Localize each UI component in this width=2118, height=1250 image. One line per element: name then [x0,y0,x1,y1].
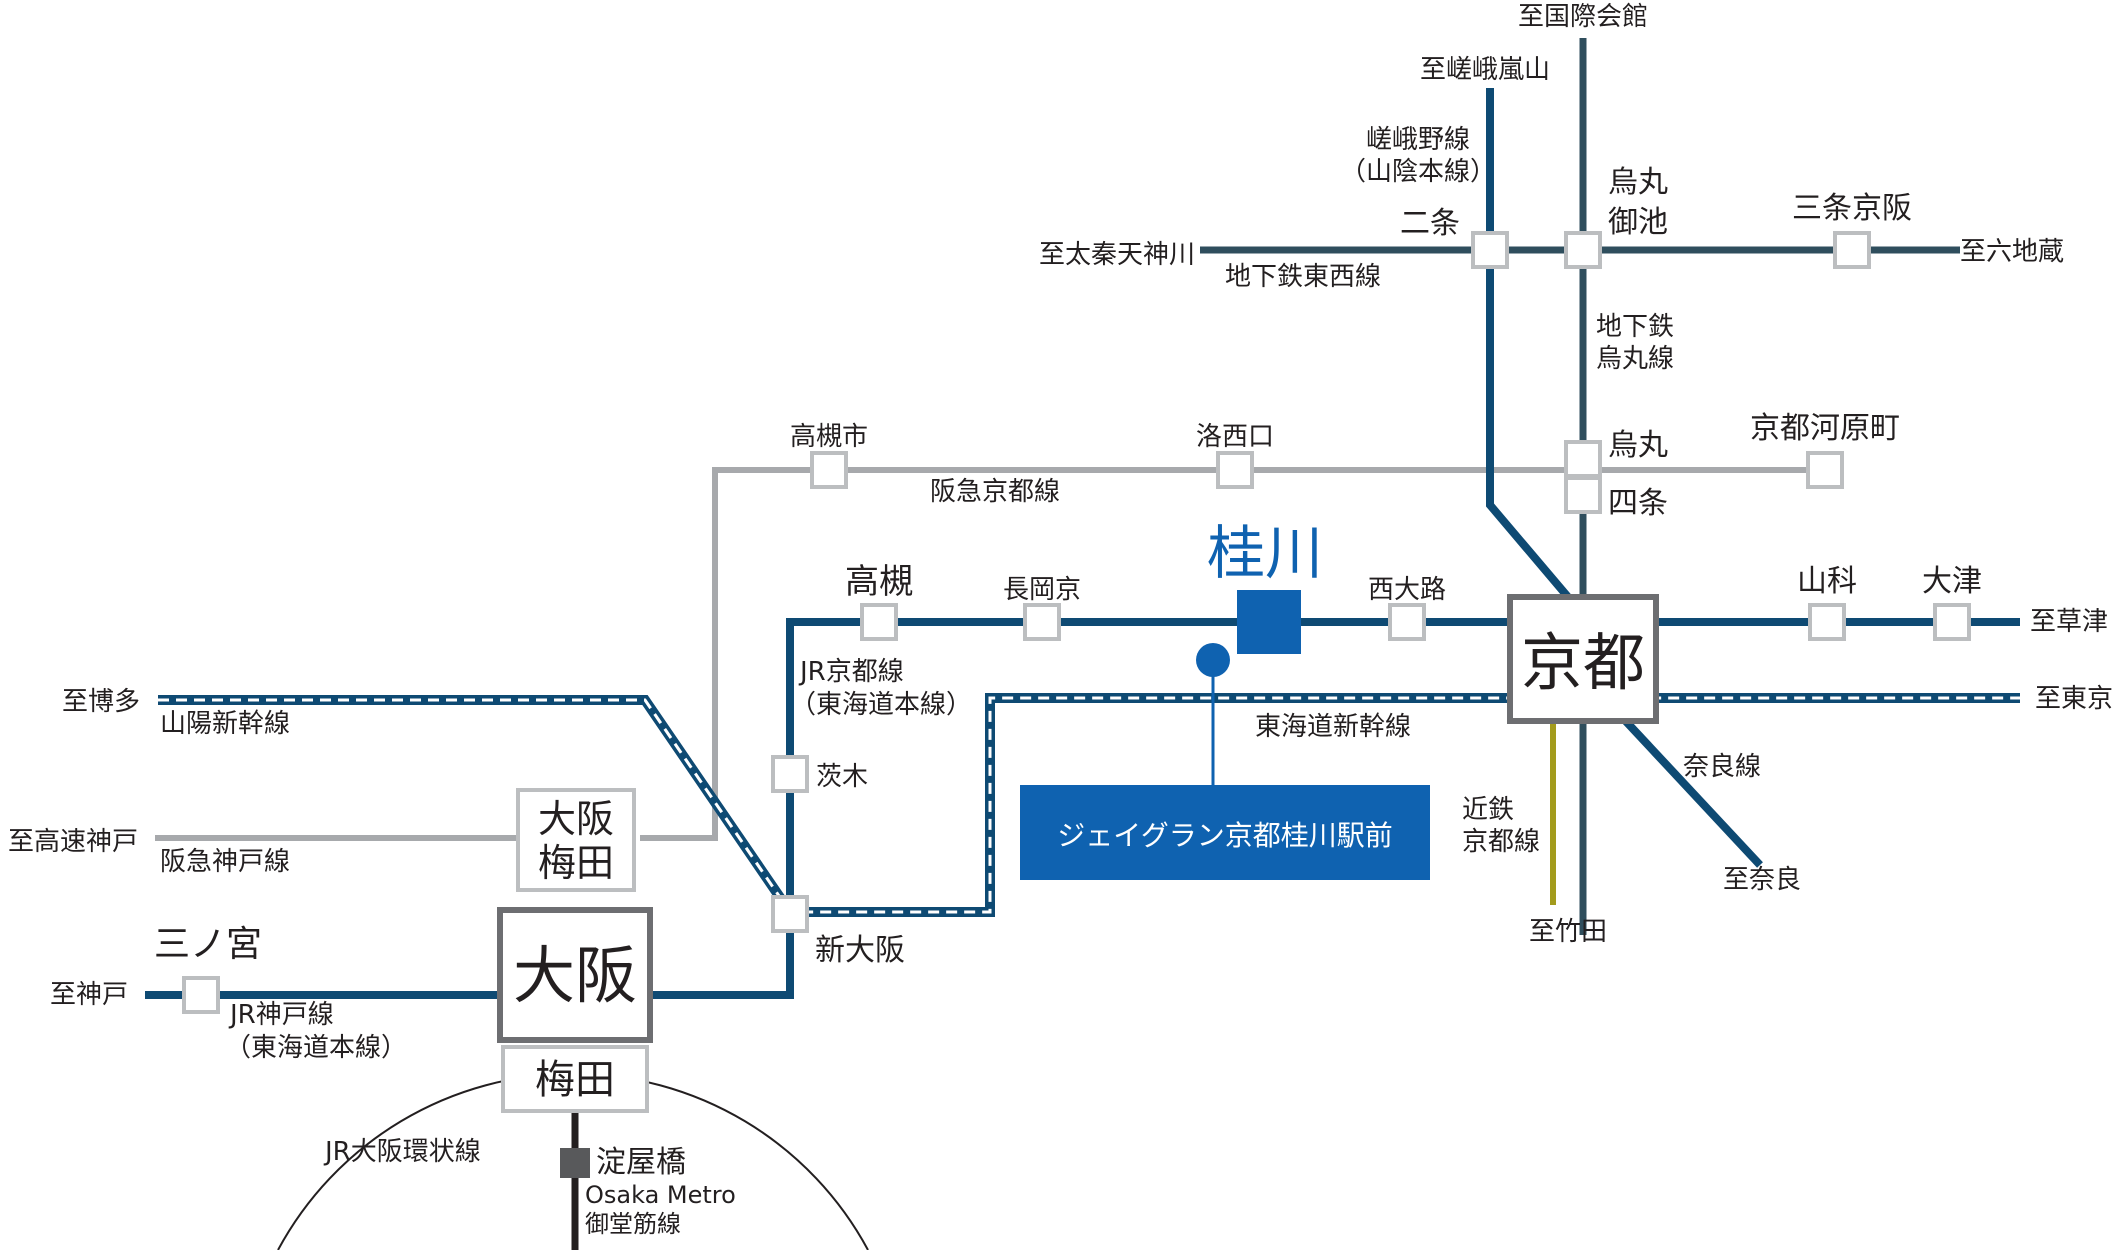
station-osaka [497,907,653,1043]
destination-box [1020,785,1430,880]
station-nishioji [1388,603,1426,641]
label-rakusaiguchi: 洛西口 [1196,422,1274,452]
label-sanjo-keihan: 三条京阪 [1792,191,1912,226]
station-yamashina [1808,603,1846,641]
label-osaka-umeda-1: 大阪 [538,797,614,841]
label-to-kokusai-kaikan: 至国際会館 [1518,2,1648,32]
label-kintetsu-1: 近鉄 [1462,795,1514,825]
label-kyoto-kawaramachi: 京都河原町 [1750,411,1900,446]
label-destination: ジェイグラン京都桂川駅前 [1057,819,1392,852]
station-yodoyabashi [560,1148,590,1178]
label-yamashina: 山科 [1797,564,1857,599]
station-kyoto-kawaramachi [1806,451,1844,489]
station-shijo [1564,476,1602,514]
station-nijo [1471,231,1509,269]
station-shin-osaka [771,895,809,933]
jr-sagano-line [1486,88,1572,600]
label-shijo: 四条 [1608,486,1668,521]
label-jr-kyoto-2: （東海道本線） [790,690,972,720]
station-otsu [1933,603,1971,641]
label-to-rokujizo: 至六地蔵 [1960,237,2064,267]
label-sanyo-shinkansen: 山陽新幹線 [160,709,290,739]
label-to-kusatsu: 至草津 [2030,607,2108,637]
shinkansen-line-dashes [158,696,2020,914]
label-to-tokyo: 至東京 [2035,684,2113,714]
label-otsu: 大津 [1922,564,1982,599]
station-karasuma-oike [1564,231,1602,269]
label-kyoto: 京都 [1521,626,1645,699]
label-nishioji: 西大路 [1368,575,1446,605]
label-to-nara: 至奈良 [1723,865,1801,895]
station-kyoto [1507,594,1659,724]
label-to-kosoku-kobe: 至高速神戸 [8,827,138,857]
label-to-hakata: 至博多 [62,687,140,717]
label-nagaokakyo: 長岡京 [1003,575,1081,605]
hankyu-kyoto-line [640,467,1825,841]
label-sannomiya: 三ノ宮 [154,924,262,965]
label-hankyu-kyoto: 阪急京都線 [930,477,1060,507]
station-umeda [501,1045,649,1113]
station-nagaokakyo [1023,603,1061,641]
label-jr-kyoto-1: JR京都線 [798,657,904,687]
label-to-kobe: 至神戸 [50,980,128,1010]
label-jr-kobe-1: JR神戸線 [228,1000,334,1030]
label-kintetsu-2: 京都線 [1462,827,1540,857]
label-nara-line: 奈良線 [1683,752,1761,782]
label-sagano-1: 嵯峨野線 [1366,125,1470,155]
label-karasuma: 烏丸 [1608,428,1668,463]
label-nijo: 二条 [1400,206,1460,241]
label-jr-kobe-2: （東海道本線） [225,1033,407,1063]
label-umeda: 梅田 [535,1057,615,1103]
label-takatsuki: 高槻 [845,562,913,602]
station-takatsukishi [810,451,848,489]
label-karasuma-line-2: 烏丸線 [1596,344,1674,374]
label-hankyu-kobe: 阪急神戸線 [160,847,290,877]
label-sagano-2: （山陰本線） [1340,157,1496,187]
label-ibaraki: 茨木 [816,762,868,792]
label-jr-loop: JR大阪環状線 [323,1137,481,1167]
label-tozai: 地下鉄東西線 [1225,262,1381,292]
label-to-takeda: 至竹田 [1529,917,1607,947]
station-takatsuki [860,603,898,641]
station-sanjo-keihan [1833,231,1871,269]
label-to-saga-arashiyama: 至嵯峨嵐山 [1420,55,1550,85]
jr-nara-line [1617,712,1763,868]
station-rakusaiguchi [1216,451,1254,489]
station-sannomiya [182,976,220,1014]
katsura-marker [1196,643,1230,677]
station-osaka-umeda [516,788,636,892]
label-karasuma-oike-1: 烏丸 [1608,165,1668,200]
station-ibaraki [771,755,809,793]
label-metro-2: 御堂筋線 [585,1210,681,1238]
station-katsura [1237,590,1301,654]
label-metro-1: Osaka Metro [585,1181,736,1209]
label-osaka: 大阪 [513,939,637,1012]
station-karasuma [1564,440,1602,478]
label-tokaido-shinkansen: 東海道新幹線 [1255,712,1411,742]
label-karasuma-oike-2: 御池 [1608,205,1668,240]
label-takatsukishi: 高槻市 [790,422,868,452]
label-to-uzumasa: 至太秦天神川 [1039,240,1195,270]
label-karasuma-line-1: 地下鉄 [1596,312,1674,342]
label-katsura: 桂川 [1207,519,1323,587]
label-shin-osaka: 新大阪 [815,933,905,968]
label-yodoyabashi: 淀屋橋 [596,1145,686,1180]
label-osaka-umeda-2: 梅田 [538,841,614,885]
